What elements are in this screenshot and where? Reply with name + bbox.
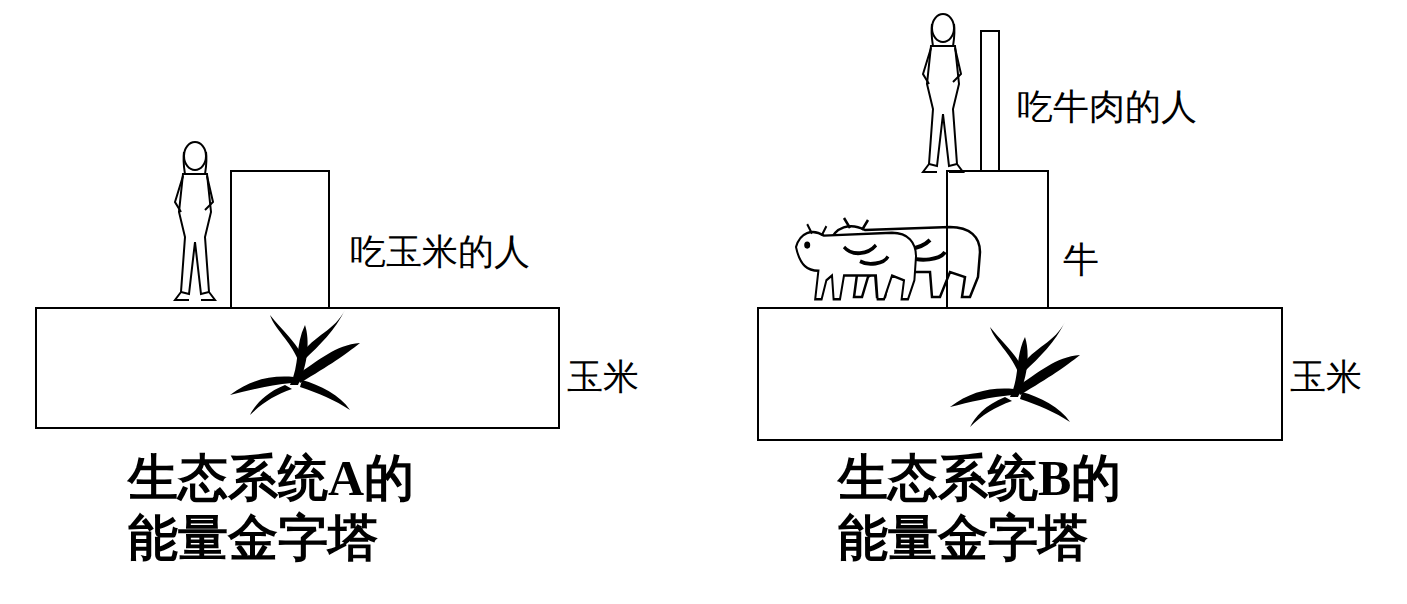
level-label: 牛 bbox=[1063, 240, 1099, 280]
corn-plant bbox=[230, 310, 360, 415]
level-label: 吃玉米的人 bbox=[350, 232, 530, 272]
producer-level: 玉米 bbox=[35, 307, 560, 429]
pyramid-caption: 生态系统A的 能量金字塔 bbox=[128, 448, 508, 568]
level-label: 玉米 bbox=[1290, 357, 1362, 397]
corn-plant bbox=[950, 322, 1080, 427]
level-label: 玉米 bbox=[567, 357, 639, 397]
consumer-level: 牛 bbox=[946, 170, 1049, 309]
person-figure bbox=[175, 142, 215, 300]
person-figure bbox=[923, 14, 963, 172]
pyramid-caption: 生态系统B的 能量金字塔 bbox=[838, 448, 1218, 568]
consumer-level: 吃牛肉的人 bbox=[980, 30, 1000, 172]
consumer-level: 吃玉米的人 bbox=[230, 170, 330, 309]
level-label: 吃牛肉的人 bbox=[1017, 87, 1197, 127]
producer-level: 玉米 bbox=[757, 307, 1283, 441]
cow-figure bbox=[796, 224, 916, 299]
